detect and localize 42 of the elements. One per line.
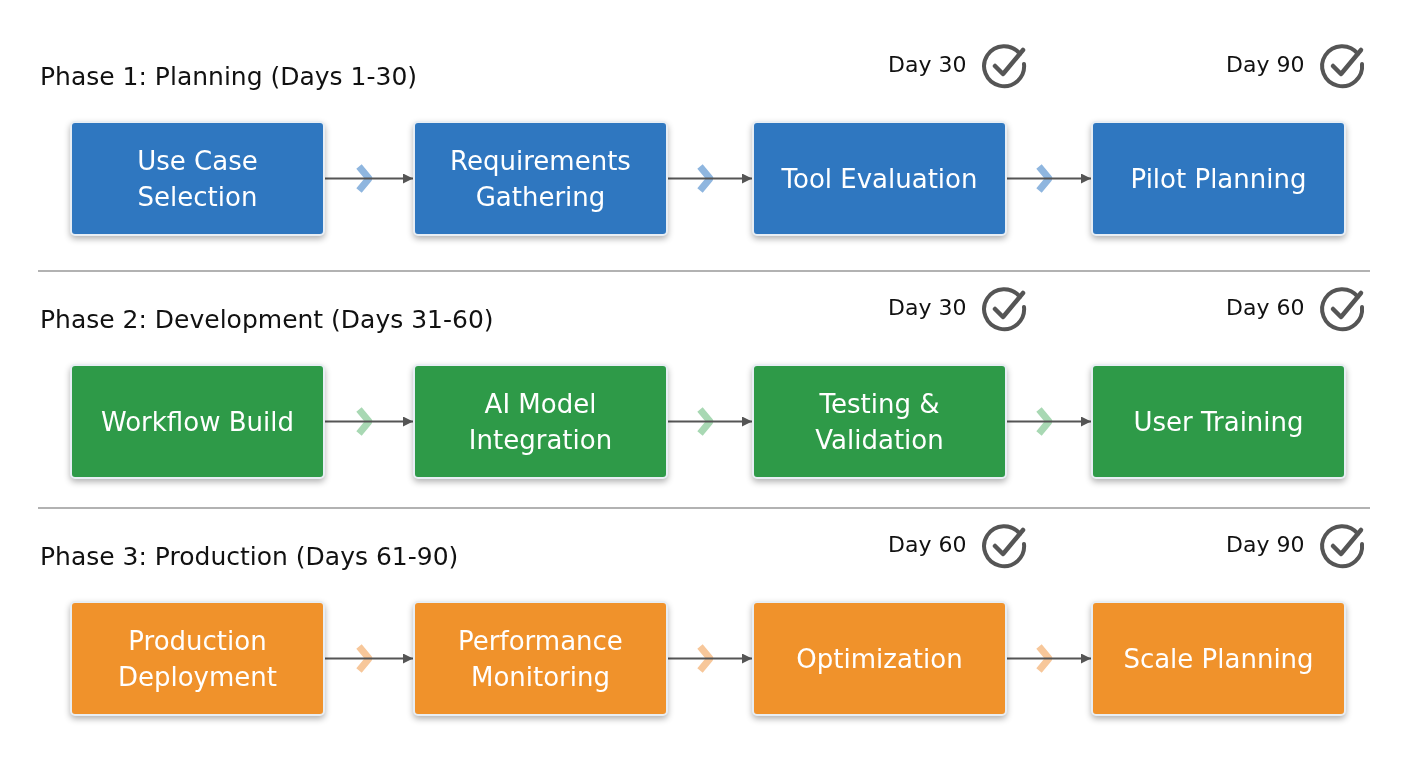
milestone-label: Day 30 <box>888 52 967 77</box>
process-box <box>70 121 325 236</box>
phase-title: Phase 1: Planning (Days 1-30) <box>40 62 418 91</box>
arrow <box>667 164 753 193</box>
process-box <box>1091 601 1346 716</box>
arrow <box>1006 164 1092 193</box>
arrow <box>324 407 414 436</box>
box-label: Tool Evaluation <box>781 162 978 196</box>
phase-title: Phase 3: Production (Days 61-90) <box>40 542 459 571</box>
box-label: Pilot Planning <box>1130 162 1307 196</box>
box-label: Testing & Validation <box>814 387 945 457</box>
process-box <box>70 364 325 479</box>
box-label: Performance Monitoring <box>457 624 624 694</box>
process-box <box>1091 364 1346 479</box>
box-label: Production Deployment <box>116 624 278 694</box>
arrow <box>1006 407 1092 436</box>
box-label: Scale Planning <box>1123 642 1314 676</box>
milestone-label: Day 90 <box>1226 532 1305 557</box>
box-label: Use Case Selection <box>136 144 259 214</box>
phase-title: Phase 2: Development (Days 31-60) <box>40 305 494 334</box>
process-box <box>752 364 1007 479</box>
process-box <box>413 121 668 236</box>
box-label: Workflow Build <box>101 405 294 439</box>
arrow <box>324 164 414 193</box>
milestone-label: Day 30 <box>888 295 967 320</box>
box-label: Requirements Gathering <box>449 144 632 214</box>
process-box <box>70 601 325 716</box>
box-label: AI Model Integration <box>467 387 614 457</box>
arrow <box>667 644 753 673</box>
arrow <box>667 407 753 436</box>
box-label: Optimization <box>796 642 963 676</box>
milestone-label: Day 60 <box>1226 295 1305 320</box>
process-box <box>413 601 668 716</box>
process-box <box>752 601 1007 716</box>
milestone-label: Day 90 <box>1226 52 1305 77</box>
arrow <box>324 644 414 673</box>
process-box <box>752 121 1007 236</box>
process-box <box>1091 121 1346 236</box>
arrow <box>1006 644 1092 673</box>
box-label: User Training <box>1133 405 1304 439</box>
process-box <box>413 364 668 479</box>
milestone-label: Day 60 <box>888 532 967 557</box>
